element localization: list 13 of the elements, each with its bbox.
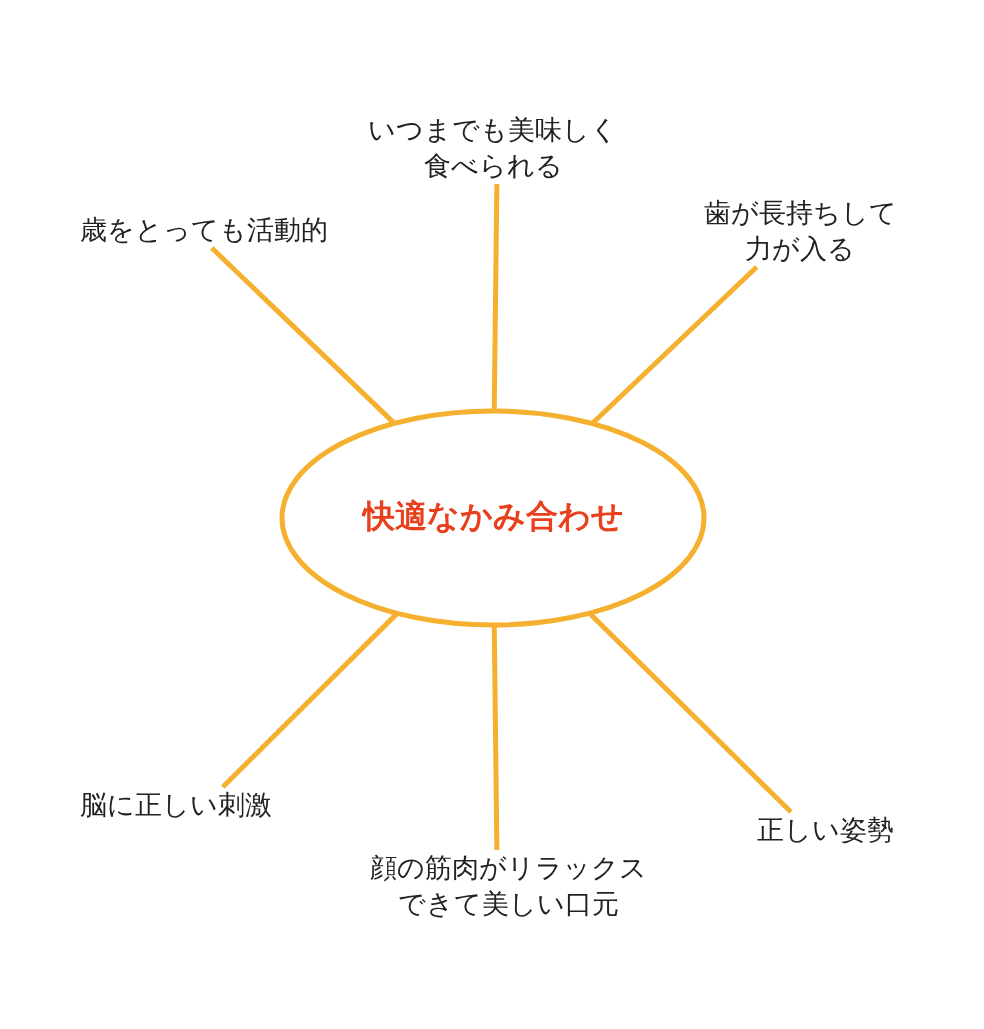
connector-line bbox=[210, 246, 396, 425]
connector-line bbox=[591, 265, 759, 425]
connector-line bbox=[491, 625, 500, 851]
benefit-label: 歳をとっても活動的 bbox=[80, 212, 328, 248]
benefit-label: いつまでも美味しく食べられる bbox=[368, 112, 618, 184]
connector-line bbox=[588, 612, 793, 814]
benefit-label: 歯が長持ちして力が入る bbox=[700, 195, 900, 267]
benefit-label: 正しい姿勢 bbox=[757, 812, 894, 848]
connector-line bbox=[491, 183, 500, 411]
connector-line bbox=[221, 612, 399, 789]
benefit-label: 顔の筋肉がリラックスできて美しい口元 bbox=[368, 850, 648, 922]
center-title: 快適なかみ合わせ bbox=[360, 496, 625, 536]
benefit-label: 脳に正しい刺激 bbox=[80, 787, 272, 823]
